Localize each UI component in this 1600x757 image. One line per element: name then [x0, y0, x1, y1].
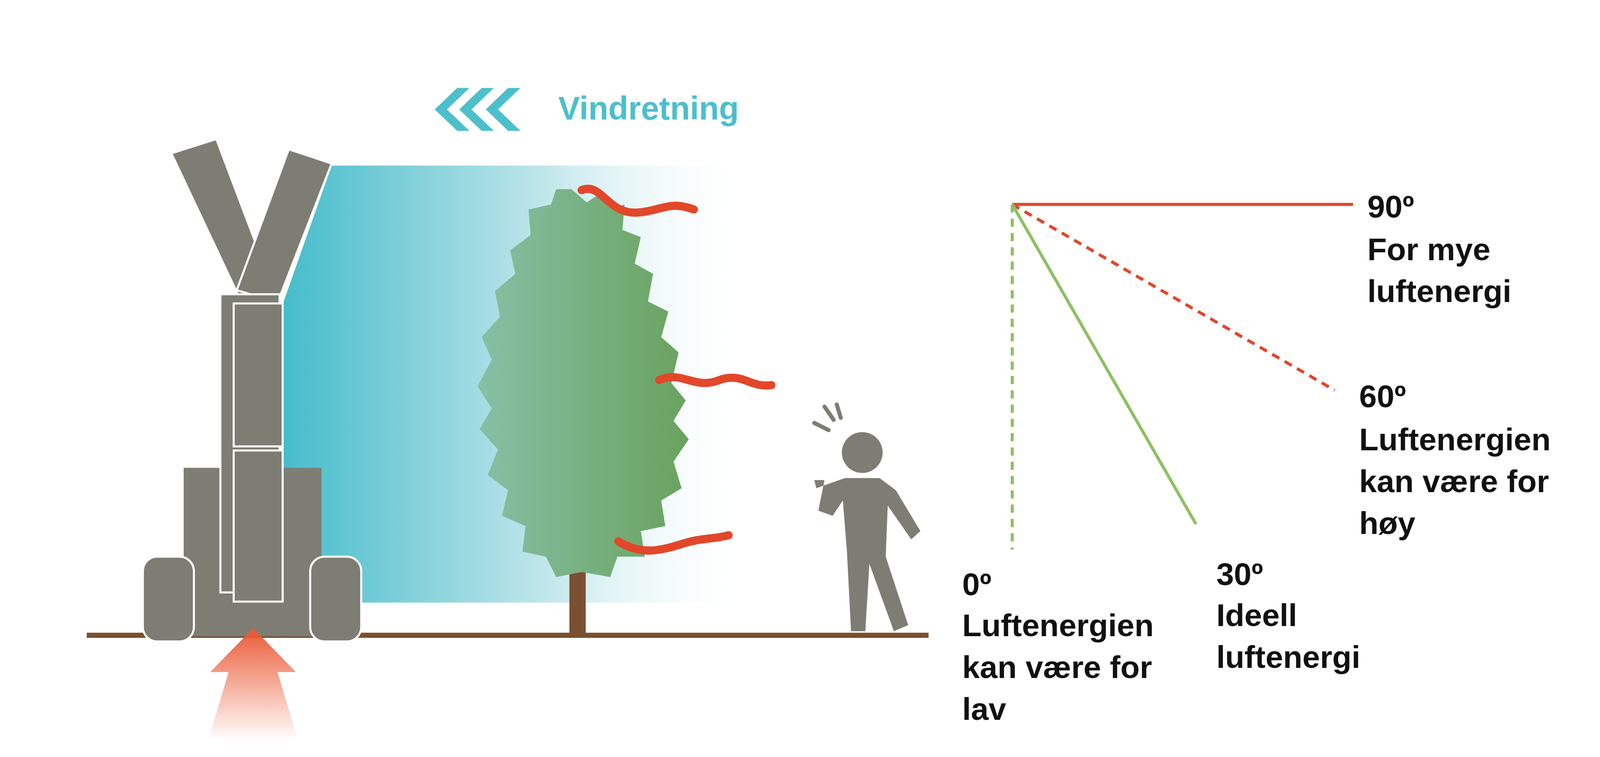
ribbon: [618, 534, 729, 551]
wind-direction-label: Vindretning: [558, 86, 824, 130]
angle-value: 90º: [1367, 185, 1572, 228]
surprise-mark: [836, 404, 841, 418]
angle-note: Luftenergien kan være for lav: [962, 604, 1199, 730]
fan-tower: [233, 303, 283, 446]
wind-ribbons: [581, 188, 772, 551]
tree-trunk: [569, 571, 586, 635]
air-stream: [283, 165, 756, 603]
fan-tower: [233, 450, 283, 602]
wheel: [310, 556, 362, 642]
angle-value: 30º: [1216, 553, 1395, 595]
angle-value: 0º: [962, 563, 1199, 605]
spray-arm: [236, 149, 332, 303]
wheel: [142, 556, 194, 642]
angle-note: Ideell luftenergi: [1216, 593, 1395, 678]
wind-chevrons: [434, 87, 521, 131]
person-body: [814, 477, 921, 632]
surprise-marks: [814, 404, 841, 430]
air-intake-arrow: [208, 627, 299, 741]
person: [814, 431, 921, 631]
chevron: [485, 87, 521, 131]
ribbon: [581, 188, 695, 213]
surprise-mark: [824, 406, 834, 420]
angle-line-30: [1012, 204, 1196, 524]
angle-value: 60º: [1359, 375, 1590, 418]
sprayer: [142, 138, 361, 641]
angle-line-60: [1012, 204, 1335, 391]
angle-note: For mye luftenergi: [1367, 228, 1572, 312]
angle-fan: [1012, 204, 1354, 550]
surprise-mark: [814, 422, 829, 430]
angle-line-90: [1012, 202, 1354, 206]
angle-line-0: [1010, 204, 1014, 550]
ribbon: [658, 376, 772, 386]
angle-note: Luftenergien kan være for høy: [1359, 418, 1590, 544]
person-head: [841, 431, 883, 473]
